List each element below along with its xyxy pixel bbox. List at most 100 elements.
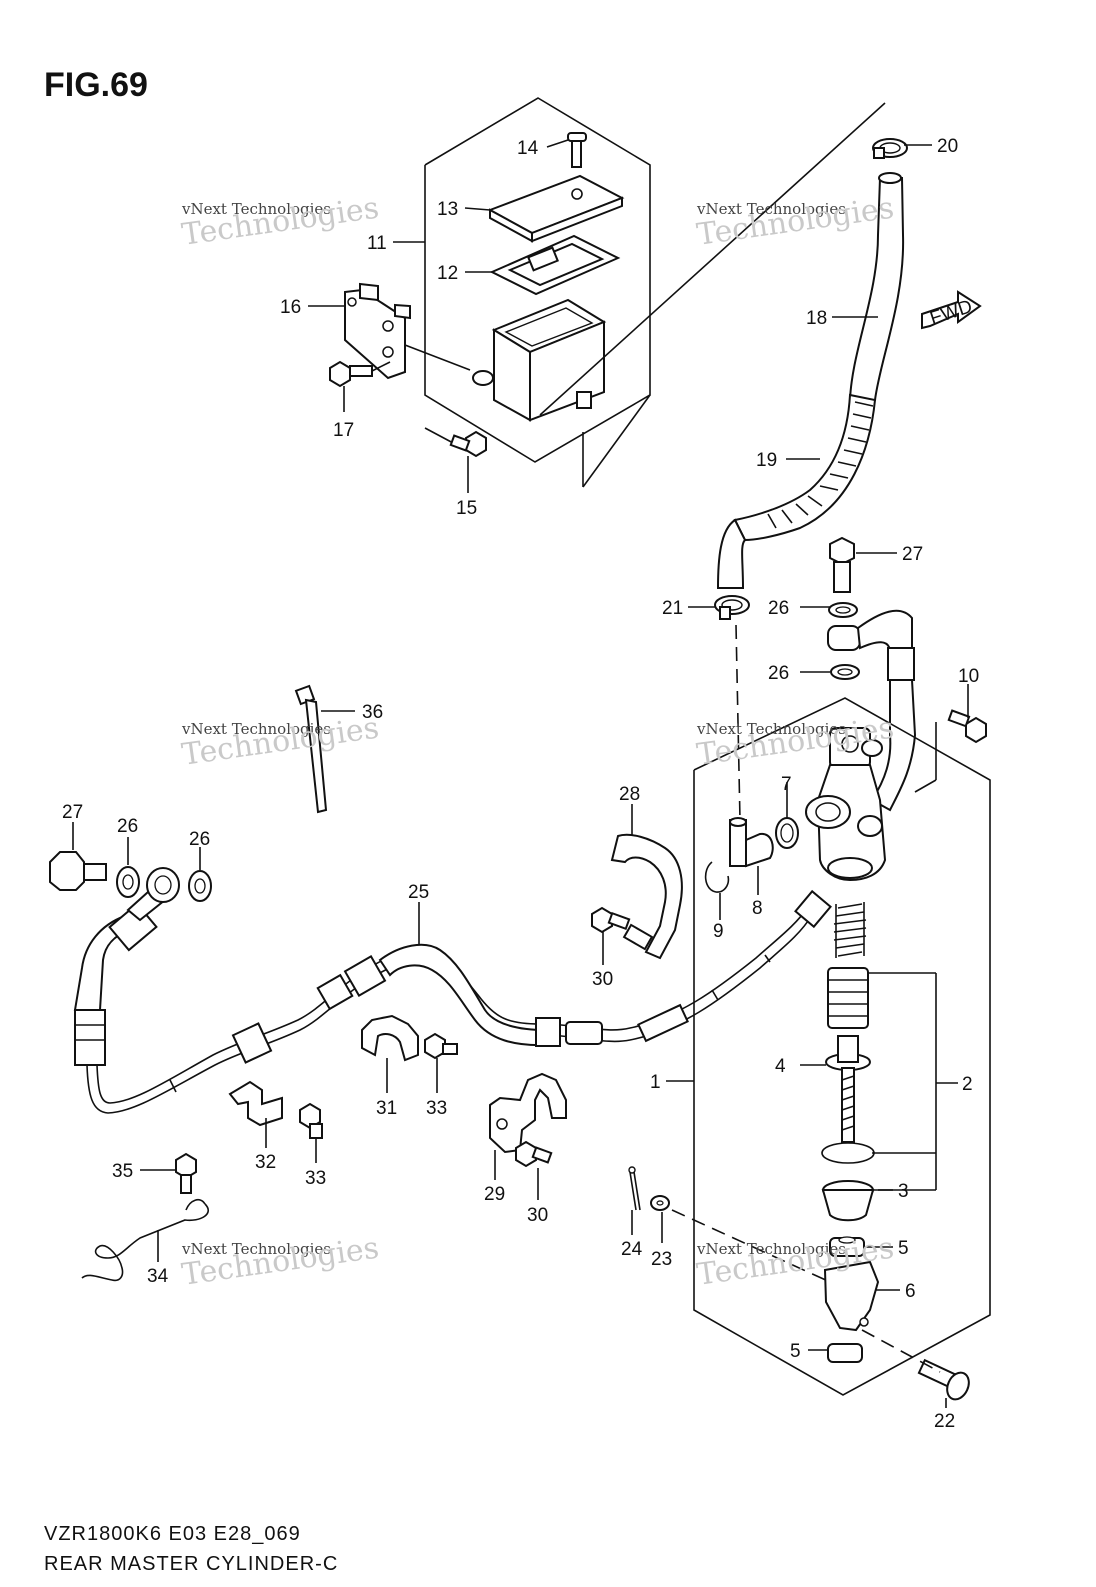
part-4-push-rod[interactable] — [825, 1035, 871, 1143]
callout-16: 16 — [280, 297, 301, 318]
part-3-boot[interactable] — [821, 1180, 875, 1222]
master-cylinder-group — [693, 697, 991, 1396]
callout-28: 28 — [619, 784, 640, 805]
part-22-pin[interactable] — [917, 1358, 973, 1403]
spring[interactable] — [833, 902, 867, 958]
part-18-hose[interactable] — [848, 172, 905, 401]
section-name: REAR MASTER CYLINDER-C — [44, 1553, 339, 1575]
figure-title: FIG.69 — [44, 66, 148, 104]
callout-19: 19 — [756, 450, 777, 471]
part-8-connector[interactable] — [729, 817, 774, 868]
callout-17: 17 — [333, 420, 354, 441]
part-13-reservoir-cap[interactable] — [487, 174, 625, 243]
fwd-arrow: FWD — [921, 290, 982, 330]
callout-4: 4 — [775, 1056, 786, 1077]
callout-6: 6 — [905, 1281, 916, 1302]
fwd-label: FWD — [927, 296, 975, 329]
part-20-clamp[interactable] — [872, 138, 908, 159]
banjo-fitting-upper[interactable] — [827, 609, 917, 812]
part-36-cable-tie[interactable] — [294, 684, 328, 814]
callout-36: 36 — [362, 702, 383, 723]
callout-3: 3 — [898, 1181, 909, 1202]
part-26-washer-lower-b[interactable] — [188, 870, 212, 902]
callout-18: 18 — [806, 308, 827, 329]
part-17-bolt[interactable] — [329, 360, 391, 388]
part-5-nut-lower[interactable] — [827, 1343, 863, 1363]
part-7-o-ring[interactable] — [775, 817, 799, 849]
callout-7: 7 — [781, 774, 792, 795]
part-31-clamp[interactable] — [361, 1014, 419, 1062]
master-cylinder-body[interactable] — [805, 727, 887, 882]
part-29-bracket[interactable] — [489, 1072, 567, 1154]
part-16-bracket[interactable] — [344, 282, 471, 380]
callout-13: 13 — [437, 199, 458, 220]
callout-2: 2 — [962, 1074, 973, 1095]
part-2-piston-kit[interactable] — [827, 967, 869, 1029]
hose-end-fitting-left[interactable] — [73, 873, 177, 1066]
callout-24: 24 — [621, 1239, 643, 1260]
callout-12: 12 — [437, 263, 458, 284]
part-27-banjo-bolt-upper[interactable] — [829, 536, 855, 593]
callout-26-lower-b: 26 — [189, 829, 210, 850]
part-23-washer[interactable] — [650, 1195, 670, 1211]
part-21-clamp[interactable] — [714, 595, 750, 620]
part-25-brake-hose[interactable] — [86, 889, 832, 1114]
part-10-bolt[interactable] — [947, 709, 987, 744]
part-27-banjo-bolt-lower[interactable] — [49, 851, 107, 891]
callout-30-upper: 30 — [592, 969, 613, 990]
leader-lines — [72, 139, 969, 1408]
banjo-fitting-lower[interactable] — [146, 867, 180, 903]
callout-5-lower: 5 — [790, 1341, 801, 1362]
callout-27-lower: 27 — [62, 802, 83, 823]
part-35-bolt[interactable] — [175, 1152, 197, 1194]
callout-33-upper: 33 — [426, 1098, 447, 1119]
part-33-bolt-upper[interactable] — [424, 1032, 458, 1060]
model-code: VZR1800K6 E03 E28_069 — [44, 1523, 301, 1545]
part-19-hose-protector[interactable] — [716, 393, 877, 589]
callout-31: 31 — [376, 1098, 397, 1119]
callout-10: 10 — [958, 666, 979, 687]
part-26-washer-upper-a[interactable] — [828, 602, 858, 618]
callout-29: 29 — [484, 1184, 505, 1205]
reservoir-group — [424, 97, 651, 488]
callout-26-upper-a: 26 — [768, 598, 789, 619]
callout-23: 23 — [651, 1249, 672, 1270]
part-24-cotter-pin[interactable] — [628, 1166, 641, 1211]
callout-8: 8 — [752, 898, 763, 919]
callout-30-lower: 30 — [527, 1205, 548, 1226]
callout-9: 9 — [713, 921, 724, 942]
reservoir-body[interactable] — [472, 298, 607, 422]
callout-35: 35 — [112, 1161, 133, 1182]
callout-34: 34 — [147, 1266, 169, 1287]
part-6-clevis[interactable] — [823, 1260, 880, 1332]
part-28-clamp[interactable] — [610, 833, 683, 960]
part-9-circlip[interactable] — [704, 861, 730, 893]
callout-1: 1 — [650, 1072, 661, 1093]
callout-20: 20 — [937, 136, 958, 157]
part-26-washer-lower-a[interactable] — [116, 866, 140, 898]
part-15-bolt[interactable] — [449, 430, 487, 458]
part-33-bolt-lower[interactable] — [299, 1102, 323, 1139]
part-5-nut-upper[interactable] — [829, 1236, 865, 1257]
callout-33-lower: 33 — [305, 1168, 326, 1189]
callout-32: 32 — [255, 1152, 276, 1173]
part-14-screw[interactable] — [567, 132, 587, 168]
callout-15: 15 — [456, 498, 477, 519]
part-32-clamp[interactable] — [228, 1080, 283, 1127]
callout-27-upper: 27 — [902, 544, 923, 565]
part-26-washer-upper-b[interactable] — [830, 664, 860, 680]
part-30-bolt-upper[interactable] — [591, 906, 631, 934]
callout-11: 11 — [367, 233, 387, 254]
callout-25: 25 — [408, 882, 429, 903]
circlip-internal[interactable] — [821, 1142, 875, 1164]
callout-21: 21 — [662, 598, 683, 619]
callout-labels: 14 13 12 11 16 17 15 20 18 19 21 27 26 2… — [62, 136, 979, 1432]
callout-22: 22 — [934, 1411, 955, 1432]
callout-26-upper-b: 26 — [768, 663, 789, 684]
part-12-diaphragm[interactable] — [489, 234, 621, 296]
callout-5-upper: 5 — [898, 1238, 909, 1259]
callout-26-lower-a: 26 — [117, 816, 138, 837]
part-30-bolt-lower[interactable] — [515, 1140, 553, 1168]
callout-14: 14 — [517, 138, 539, 159]
part-34-rod[interactable] — [81, 1198, 209, 1282]
